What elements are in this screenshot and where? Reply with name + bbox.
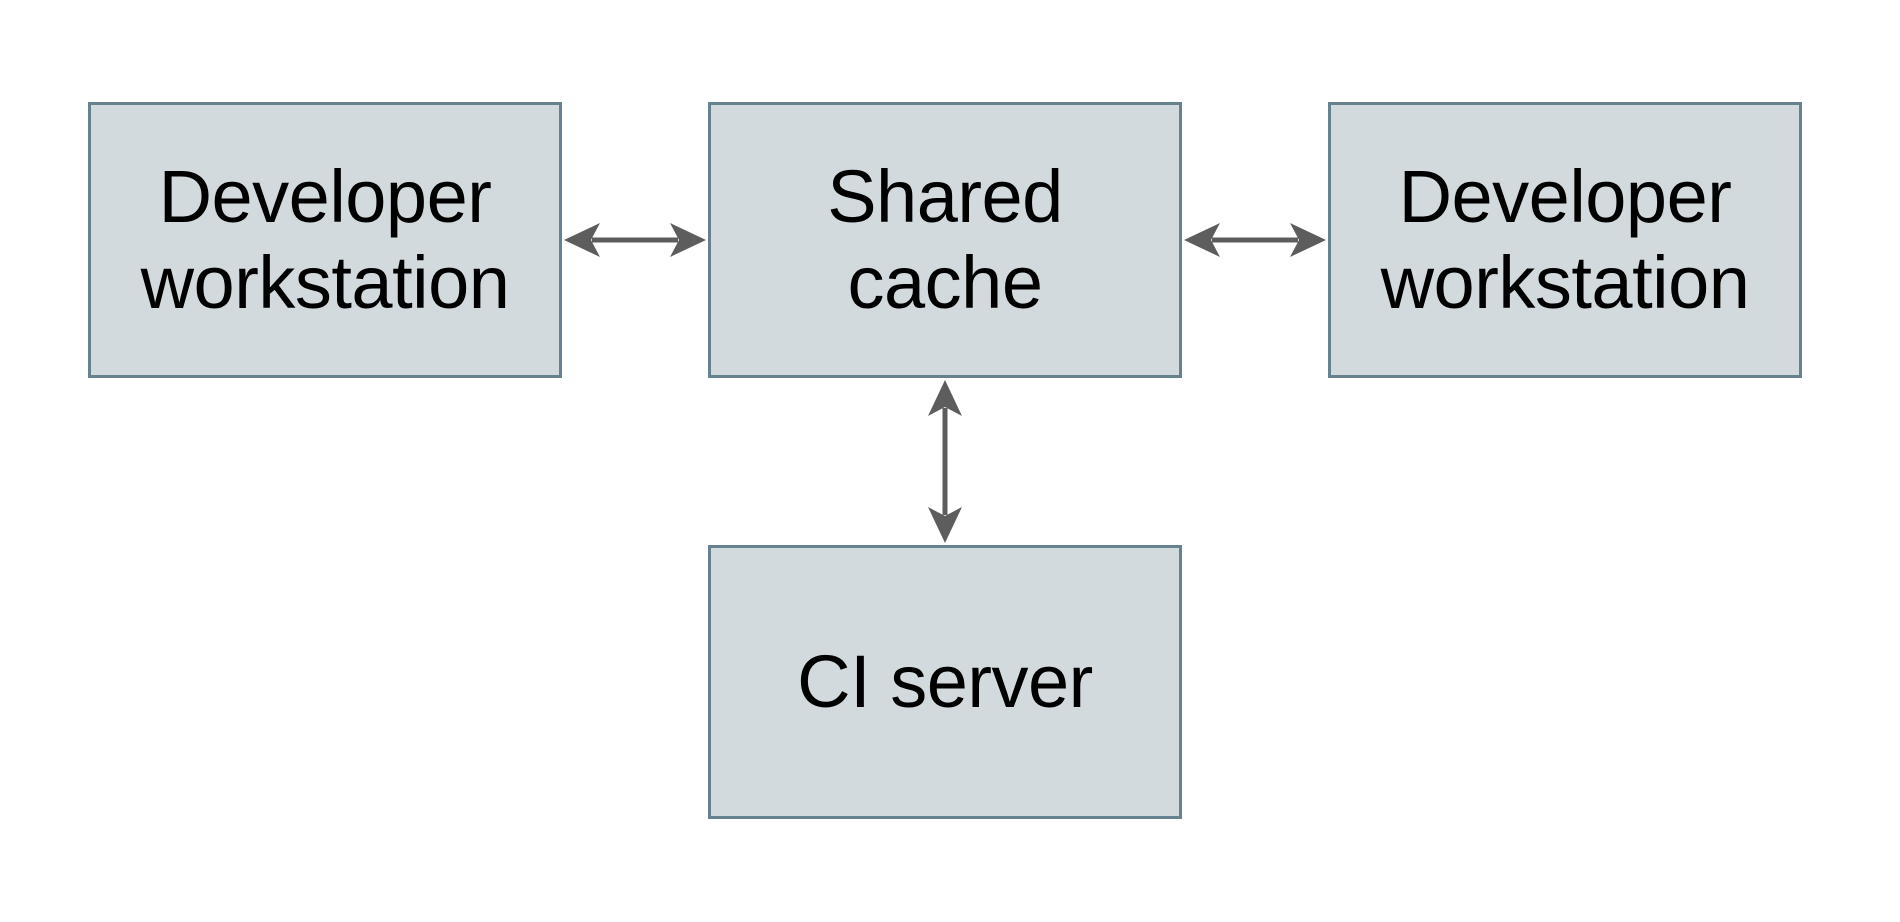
edge-shared-cache-right-workstation-bidirectional-arrow bbox=[1184, 223, 1326, 257]
node-shared-cache: Shared cache bbox=[708, 102, 1182, 378]
node-ci-server: CI server bbox=[708, 545, 1182, 819]
node-label: Developer workstation bbox=[1380, 155, 1750, 324]
node-label: CI server bbox=[797, 640, 1093, 724]
edge-left-workstation-shared-cache-bidirectional-arrow bbox=[564, 223, 706, 257]
node-label: Shared cache bbox=[827, 155, 1063, 324]
node-developer-workstation-right: Developer workstation bbox=[1328, 102, 1802, 378]
edge-shared-cache-ci-server-bidirectional-arrow bbox=[928, 380, 962, 543]
node-label: Developer workstation bbox=[140, 155, 510, 324]
node-developer-workstation-left: Developer workstation bbox=[88, 102, 562, 378]
